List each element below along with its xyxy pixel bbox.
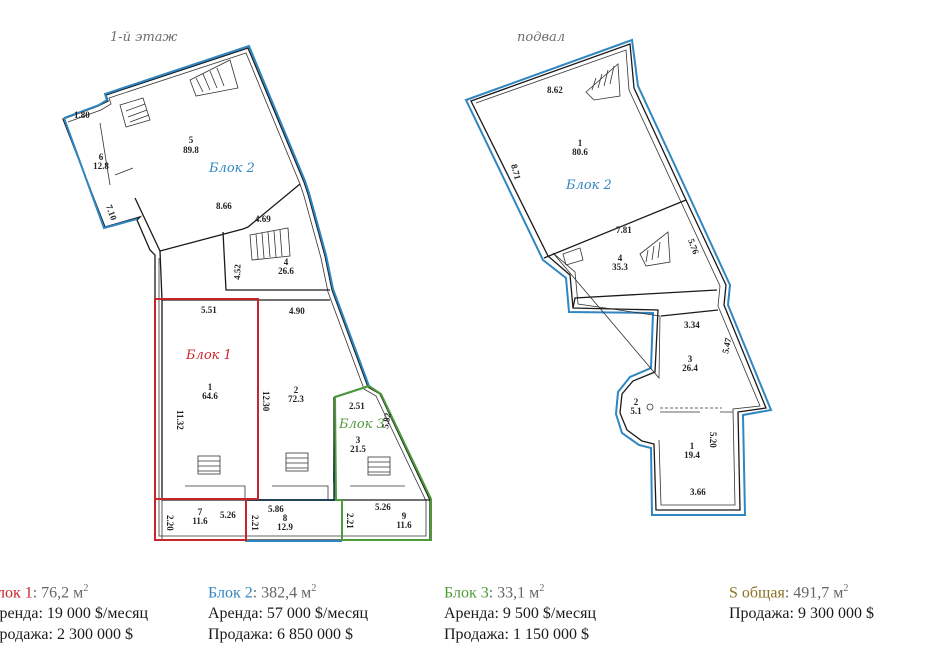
svg-text:5.86: 5.86 [268, 504, 284, 514]
svg-text:3: 3 [356, 435, 361, 445]
svg-text:1: 1 [690, 441, 695, 451]
svg-text:4.69: 4.69 [255, 214, 271, 224]
legend-block2-name: Блок 2 [208, 584, 253, 602]
svg-text:2.51: 2.51 [349, 401, 365, 411]
svg-text:11.6: 11.6 [192, 516, 208, 526]
legend-block1-sale: Продажа: 2 300 000 $ [0, 626, 133, 644]
dimension-labels-first: 1.80 7.10 8.66 4.69 4.52 5.51 4.90 11.32… [74, 110, 393, 531]
svg-text:26.4: 26.4 [682, 363, 698, 373]
svg-text:1: 1 [208, 382, 213, 392]
legend-block2-sale: Продажа: 6 850 000 $ [208, 626, 353, 644]
basement-title: подвал [517, 30, 565, 45]
floor-plan: 1-й этаж Блок 2 Блок 1 Блок 3 5 89.8 6 1… [62, 30, 773, 542]
block2-label-first: Блок 2 [208, 161, 255, 176]
svg-text:4: 4 [618, 253, 623, 263]
svg-text:5.1: 5.1 [630, 406, 642, 416]
block1-outline [154, 298, 259, 500]
svg-text:5.26: 5.26 [375, 502, 391, 512]
svg-text:3.34: 3.34 [684, 320, 700, 330]
legend-block1-name: Блок 1 [0, 584, 33, 602]
svg-text:6: 6 [99, 152, 104, 162]
basement-block2-outline [464, 38, 773, 516]
svg-text:8: 8 [283, 513, 288, 523]
svg-text:9: 9 [402, 511, 407, 521]
svg-text:5.47: 5.47 [720, 336, 733, 354]
svg-text:12.8: 12.8 [93, 161, 109, 171]
legend-block3-name: Блок 3 [444, 584, 489, 602]
legend-block3-sale: Продажа: 1 150 000 $ [444, 626, 589, 644]
svg-text:7.81: 7.81 [616, 225, 632, 235]
legend-block1: Блок 1: 76,2 м2 Аренда: 19 000 $/месяц П… [0, 578, 148, 645]
legend-block3: Блок 3: 33,1 м2 Аренда: 9 500 $/месяц Пр… [444, 583, 596, 644]
svg-text:12.30: 12.30 [261, 391, 271, 412]
svg-text:2.21: 2.21 [250, 515, 260, 531]
svg-text:72.3: 72.3 [288, 394, 304, 404]
legend-total-name: S общая [729, 584, 785, 602]
svg-text:19.4: 19.4 [684, 450, 700, 460]
room-labels-first: 5 89.8 6 12.8 4 26.6 1 64.6 2 72.3 3 21.… [93, 135, 412, 532]
svg-text:3.66: 3.66 [690, 487, 706, 497]
svg-text:7.10: 7.10 [104, 203, 119, 222]
first-floor-title: 1-й этаж [110, 30, 178, 45]
svg-text:8.66: 8.66 [216, 201, 232, 211]
block2-label-basement: Блок 2 [565, 178, 612, 193]
svg-text:35.3: 35.3 [612, 262, 628, 272]
block3-outline [333, 384, 432, 541]
svg-text:2.20: 2.20 [165, 515, 175, 531]
block3-label: Блок 3 [338, 417, 385, 432]
svg-text:5: 5 [189, 135, 194, 145]
legend-block1-rent: Аренда: 19 000 $/месяц [0, 605, 148, 623]
block1-label: Блок 1 [185, 348, 232, 363]
dimension-labels-basement: 8.62 8.71 7.81 5.76 3.34 5.47 5.20 3.66 [509, 85, 733, 497]
svg-text:5.51: 5.51 [201, 305, 217, 315]
block2-outline-first [63, 44, 371, 542]
svg-text:8.71: 8.71 [509, 163, 523, 181]
legend-total: S общая: 491,7 м2 Продажа: 9 300 000 $ [729, 583, 874, 623]
svg-text:5.26: 5.26 [220, 510, 236, 520]
legend-total-sale: Продажа: 9 300 000 $ [729, 605, 874, 623]
svg-text:2: 2 [294, 385, 299, 395]
room-labels-basement: 1 80.6 4 35.3 3 26.4 2 5.1 1 19.4 [572, 138, 700, 460]
svg-text:12.9: 12.9 [277, 522, 293, 532]
svg-text:21.5: 21.5 [350, 444, 366, 454]
svg-text:26.6: 26.6 [278, 266, 294, 276]
svg-text:3: 3 [688, 354, 693, 364]
svg-text:4: 4 [284, 257, 289, 267]
svg-text:2: 2 [634, 397, 639, 407]
svg-text:5.82: 5.82 [380, 412, 393, 430]
legend-block3-rent: Аренда: 9 500 $/месяц [444, 605, 596, 623]
stair-icon [189, 59, 391, 476]
svg-text:64.6: 64.6 [202, 391, 218, 401]
svg-text:8.62: 8.62 [547, 85, 563, 95]
legend-block2: Блок 2: 382,4 м2 Аренда: 57 000 $/месяц … [208, 583, 368, 644]
svg-text:2.21: 2.21 [345, 513, 355, 529]
first-floor-outer-wall [62, 47, 431, 541]
svg-text:11.32: 11.32 [175, 410, 185, 430]
svg-text:1.80: 1.80 [74, 110, 90, 120]
svg-text:5.20: 5.20 [708, 432, 718, 448]
svg-text:4.90: 4.90 [289, 306, 305, 316]
svg-text:7: 7 [198, 507, 203, 517]
svg-text:4.52: 4.52 [232, 263, 243, 280]
svg-text:1: 1 [578, 138, 583, 148]
svg-text:80.6: 80.6 [572, 147, 588, 157]
svg-text:11.6: 11.6 [396, 520, 412, 530]
legend-block2-rent: Аренда: 57 000 $/месяц [208, 605, 368, 623]
svg-text:89.8: 89.8 [183, 145, 199, 155]
basement-outer-wall [470, 43, 767, 511]
